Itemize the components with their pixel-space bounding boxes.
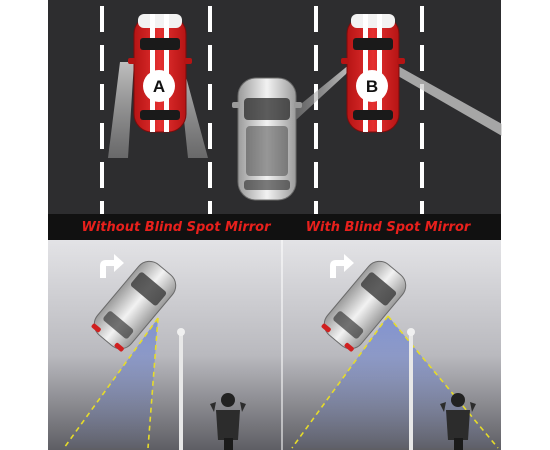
street-pole-left (179, 334, 183, 450)
turn-right-arrow-icon-right (330, 254, 354, 278)
top-road-panel: A B (48, 0, 502, 214)
motorcyclist-icon-right (440, 393, 476, 450)
silver-car-left (91, 260, 177, 352)
turn-right-arrow-icon (100, 254, 124, 278)
bottom-scene-panel (48, 240, 501, 450)
car-b-label: B (366, 77, 378, 96)
sight-line-right-1 (291, 315, 389, 449)
motorcyclist-icon (210, 393, 246, 450)
mirror-view-left-b (296, 64, 350, 120)
mirror-view-left-a (108, 62, 134, 158)
left-scene (63, 254, 246, 450)
banner-background (48, 214, 501, 240)
silver-car-top (232, 77, 302, 201)
street-pole-right (409, 334, 413, 450)
silver-car-right (321, 260, 407, 352)
banner-left-label: Without Blind Spot Mirror (82, 220, 273, 235)
sight-line-right-2 (387, 315, 499, 449)
car-a-label: A (153, 77, 165, 96)
car-b: B (341, 14, 405, 133)
right-scene (291, 254, 499, 450)
sight-line-left-2 (147, 317, 159, 449)
car-a: A (128, 14, 192, 133)
lane-lines (100, 6, 424, 214)
banner-right-label: With Blind Spot Mirror (306, 220, 472, 235)
caption-banner: Without Blind Spot Mirror With Blind Spo… (48, 214, 501, 240)
mirror-view-right-b-wide (398, 66, 502, 136)
